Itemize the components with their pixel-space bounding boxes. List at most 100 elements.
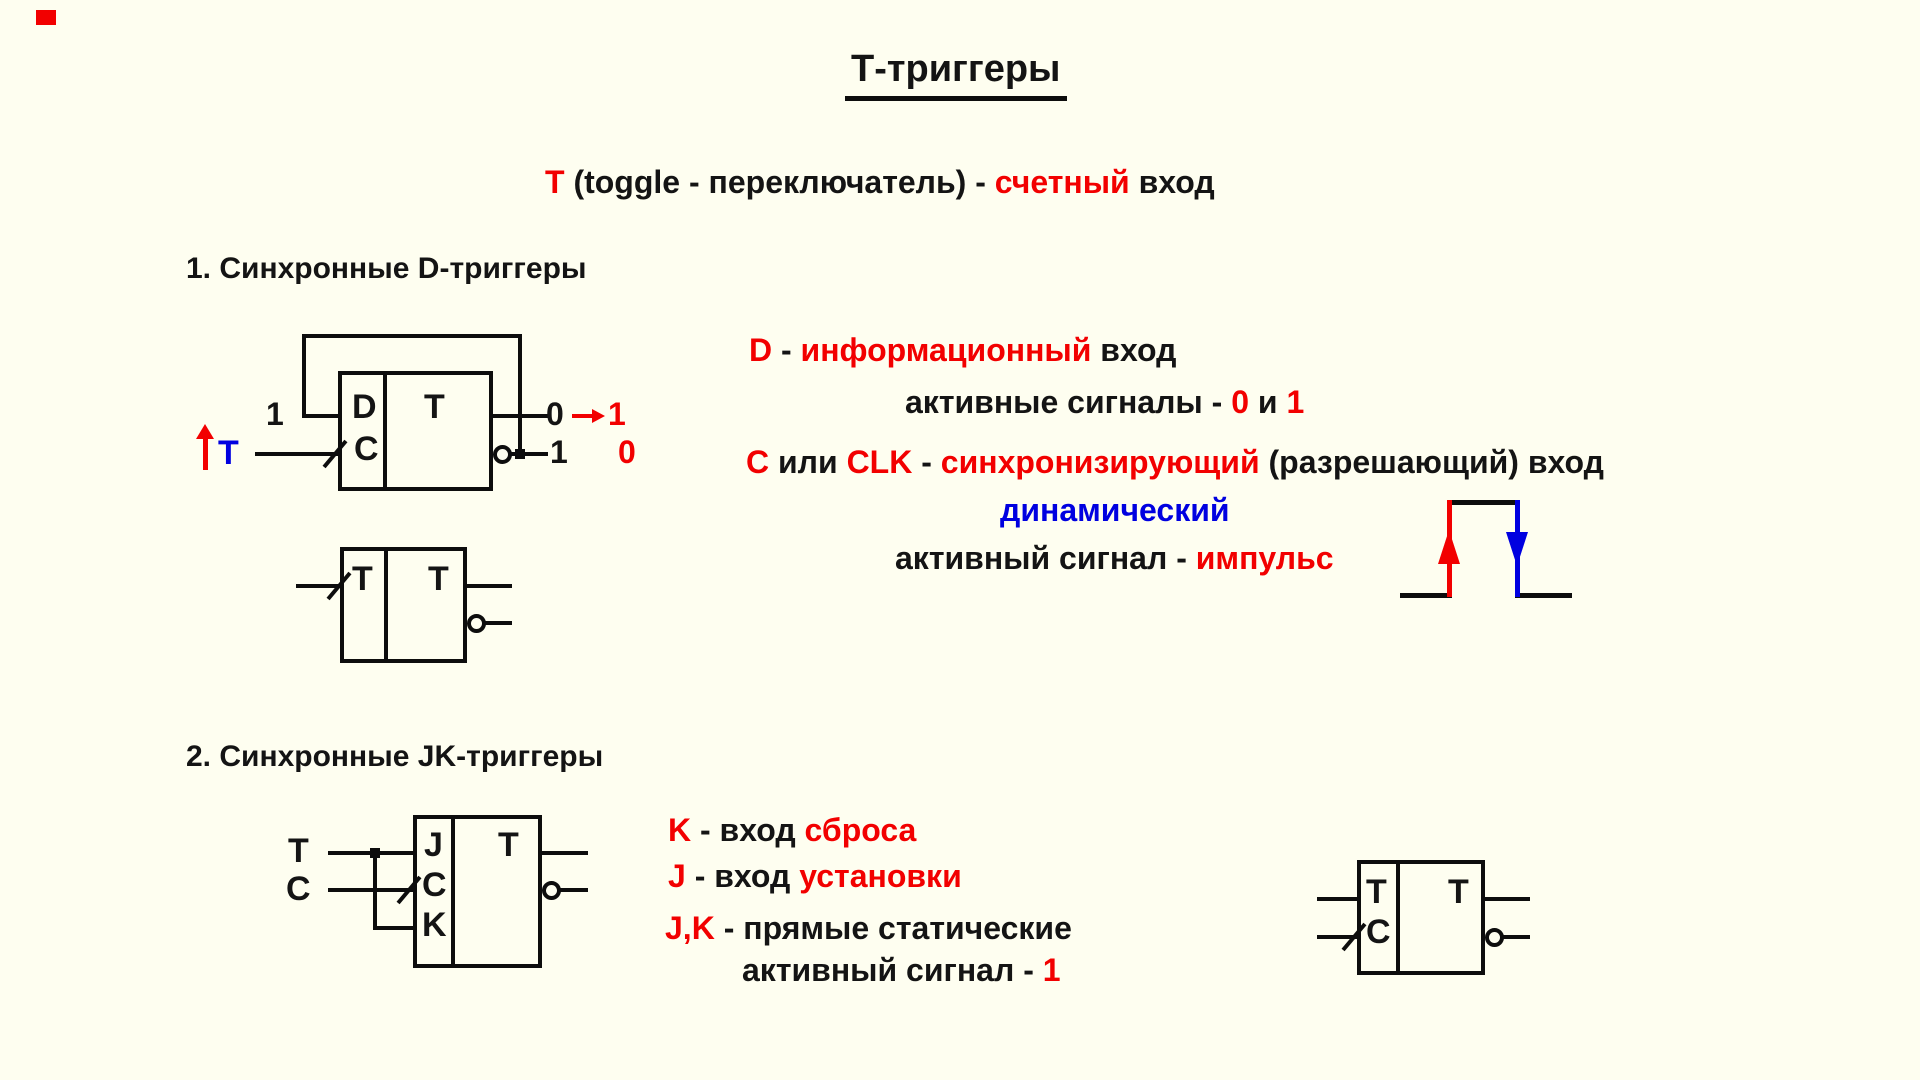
dff-q-output-wire	[493, 414, 548, 418]
note-part: импульс	[1195, 540, 1334, 576]
dff-d-input-wire	[302, 414, 338, 418]
feedback-wire-left	[302, 334, 306, 418]
note-part: активный сигнал -	[742, 952, 1043, 988]
note-part: -	[912, 444, 941, 480]
inversion-circle-icon	[542, 881, 561, 900]
note-part: активный сигнал -	[895, 540, 1196, 576]
note-part: 1	[1286, 384, 1305, 420]
dff-t-input-label: T	[218, 434, 239, 472]
dff-q-value: 0	[546, 396, 564, 432]
tff2-qn-output-wire	[1503, 935, 1530, 939]
note-part: CLK	[846, 444, 913, 480]
pulse-baseline-right	[1515, 593, 1572, 598]
pulse-baseline-left	[1400, 593, 1452, 598]
tff2-separator	[1396, 860, 1400, 975]
subtitle-part: счетный	[994, 164, 1130, 200]
feedback-wire-right	[518, 334, 522, 458]
note-dynamic-line: динамический	[1000, 492, 1230, 528]
jkff-c-label: C	[422, 866, 447, 904]
subtitle-part: Т	[545, 164, 574, 200]
dff-qn-next-value: 0	[618, 434, 636, 470]
note-active-1-line: активный сигнал - 1	[742, 954, 1061, 986]
junction-dot	[515, 449, 525, 459]
jkff-j-label: J	[424, 826, 443, 864]
right-arrowhead-icon	[592, 409, 605, 423]
subtitle-part: (toggle - переключатель) -	[573, 164, 995, 200]
jkff-qn-output-wire	[560, 888, 588, 892]
note-part: сброса	[804, 812, 917, 848]
tff1-box	[340, 547, 467, 663]
tff1-input-wire	[296, 584, 340, 588]
tff2-c-input-wire	[1317, 935, 1357, 939]
note-part: J	[668, 858, 686, 894]
tff1-q-output-wire	[467, 584, 512, 588]
note-pulse-line: активный сигнал - импульс	[895, 542, 1334, 574]
section2-heading: 2. Синхронные JK-триггеры	[186, 740, 604, 773]
dff-c-input-wire	[255, 452, 338, 456]
note-part: K	[668, 812, 692, 848]
jkff-box	[413, 815, 542, 968]
note-part: С	[746, 444, 770, 480]
dff-box	[338, 371, 493, 491]
dff-separator	[383, 371, 387, 491]
note-part: D	[749, 332, 773, 368]
note-part: - вход	[685, 858, 800, 894]
tff2-t-input-wire	[1317, 897, 1357, 901]
note-part: (разрешающий) вход	[1259, 444, 1604, 480]
note-part: активные сигналы -	[905, 384, 1232, 420]
jkff-separator	[451, 815, 455, 968]
inversion-circle-icon	[467, 614, 486, 633]
dff-t-label: T	[424, 388, 445, 426]
note-jk-line: J,K - прямые статические	[665, 912, 1072, 944]
note-active-signals-line: активные сигналы - 0 и 1	[905, 386, 1304, 418]
dff-c-label: C	[354, 430, 379, 468]
inversion-circle-icon	[1485, 928, 1504, 947]
dff-q-next-value: 1	[608, 396, 626, 432]
jkff-q-output-wire	[542, 851, 588, 855]
jkff-k-input-wire	[373, 926, 413, 930]
note-part: вход	[1091, 332, 1177, 368]
note-part: - прямые статические	[714, 910, 1072, 946]
jkff-t-label: T	[498, 826, 519, 864]
inversion-circle-icon	[493, 445, 512, 464]
tff2-c-in-label: C	[1366, 913, 1391, 951]
subtitle: Т (toggle - переключатель) - счетный вхо…	[545, 166, 1215, 198]
note-part: -	[772, 332, 801, 368]
falling-edge-arrow-icon	[1506, 532, 1528, 566]
rising-edge-arrow-icon	[1438, 530, 1460, 564]
dff-qn-value: 1	[550, 434, 568, 470]
dff-qn-output-wire	[511, 452, 548, 456]
subtitle-part: вход	[1129, 164, 1215, 200]
feedback-wire-top	[302, 334, 522, 338]
cursor-marker	[36, 10, 56, 25]
tff1-t-in-label: T	[352, 560, 373, 598]
note-part: синхронизирующий	[940, 444, 1260, 480]
up-arrowhead-icon	[196, 424, 214, 439]
right-arrow-icon	[572, 414, 594, 418]
jkff-t-input-label: T	[288, 832, 309, 870]
jkff-c-input-label: C	[286, 870, 311, 908]
note-d-line: D - информационный вход	[749, 334, 1176, 366]
page-title: Т-триггеры	[845, 50, 1067, 101]
note-part: установки	[799, 858, 962, 894]
note-part: или	[769, 444, 847, 480]
tff2-box	[1357, 860, 1485, 975]
tff2-q-output-wire	[1485, 897, 1530, 901]
note-j-line: J - вход установки	[668, 860, 962, 892]
tff2-t-out-label: T	[1448, 873, 1469, 911]
jkff-k-label: K	[422, 906, 447, 944]
jkff-c-input-wire	[328, 888, 413, 892]
up-arrow-icon	[203, 436, 208, 470]
note-part: 0	[1231, 384, 1249, 420]
note-part: информационный	[800, 332, 1092, 368]
tff1-qn-output-wire	[485, 621, 512, 625]
dff-d-label: D	[352, 388, 377, 426]
note-k-line: K - вход сброса	[668, 814, 916, 846]
pulse-top-line	[1447, 500, 1520, 505]
note-clk-line: С или CLK - синхронизирующий (разрешающи…	[746, 446, 1604, 478]
note-part: J,K	[665, 910, 715, 946]
note-part: - вход	[691, 812, 805, 848]
tff2-t-in-label: T	[1366, 873, 1387, 911]
note-part: и	[1248, 384, 1287, 420]
